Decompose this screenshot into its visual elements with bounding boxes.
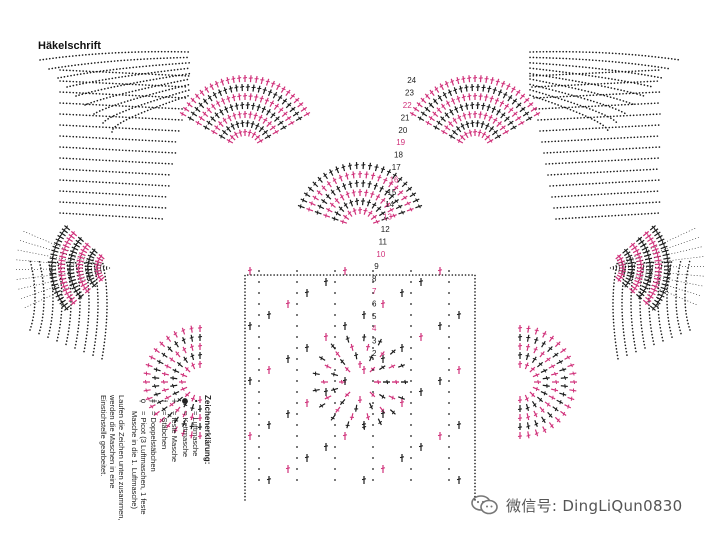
round-number: 5 [372,312,377,321]
round-number: 9 [374,262,379,271]
round-number: 20 [398,126,407,135]
chain-rows [30,52,690,359]
chain-stitch-icon: • [191,395,200,407]
round-number: 21 [401,113,410,122]
round-number: 13 [383,213,392,222]
legend-heading: Zeichenerklärung: [202,395,212,523]
round-number: 18 [394,151,403,160]
legend-item-single: + = feste Masche [170,395,179,523]
watermark: 微信号: DingLiQun0830 [470,494,683,516]
round-number: 6 [372,299,377,308]
round-number: 12 [381,225,390,234]
legend-content: Zeichenerklärung: • = Luftmasche ● = Ket… [98,395,212,523]
round-number: 11 [379,237,388,246]
treble-crochet-icon: ǂ [149,395,158,407]
round-number: 22 [403,101,412,110]
legend-item-picot: ϙ = Picot (3 Luftmaschen, 1 feste Masche… [129,395,148,523]
legend-label: = Stäbchen [160,411,169,449]
round-number: 2 [372,349,377,358]
wechat-logo-icon [470,494,500,516]
legend: Zeichenerklärung: • = Luftmasche ● = Ket… [70,395,240,525]
single-crochet-icon: + [170,395,179,407]
round-number: 17 [392,163,401,172]
slip-stitch-icon: ● [180,395,189,407]
legend-label: = Doppelstäbchen [149,411,158,472]
watermark-text: 微信号: DingLiQun0830 [506,495,683,516]
legend-item-double: ƚ = Stäbchen [160,395,169,523]
legend-item-treble: ǂ = Doppelstäbchen [149,395,158,523]
legend-item-slip: ● = Kettmasche [180,395,189,523]
filet-grid [245,267,475,500]
round-number: 10 [376,250,385,259]
round-number: 8 [372,275,377,284]
round-number: 24 [407,76,416,85]
pineapple-fans [15,75,705,439]
round-number: 19 [396,138,405,147]
legend-note: Laufen die Zeichen unten zusammen, werde… [98,395,126,523]
legend-label: = Kettmasche [180,411,189,457]
legend-label: = Luftmasche [191,411,200,456]
legend-label: = Picot (3 Luftmaschen, 1 feste Masche i… [129,411,148,523]
round-number: 7 [372,287,377,296]
round-number: 4 [372,324,377,333]
legend-item-chain: • = Luftmasche [191,395,200,523]
picot-icon: ϙ [139,395,148,407]
round-number: 15 [387,188,396,197]
round-number: 23 [405,89,414,98]
round-number: 14 [385,200,394,209]
round-number: 3 [372,337,377,346]
legend-label: = feste Masche [170,411,179,462]
round-number: 16 [390,175,399,184]
chart-title: Häkelschrift [38,40,101,52]
double-crochet-icon: ƚ [160,395,169,407]
